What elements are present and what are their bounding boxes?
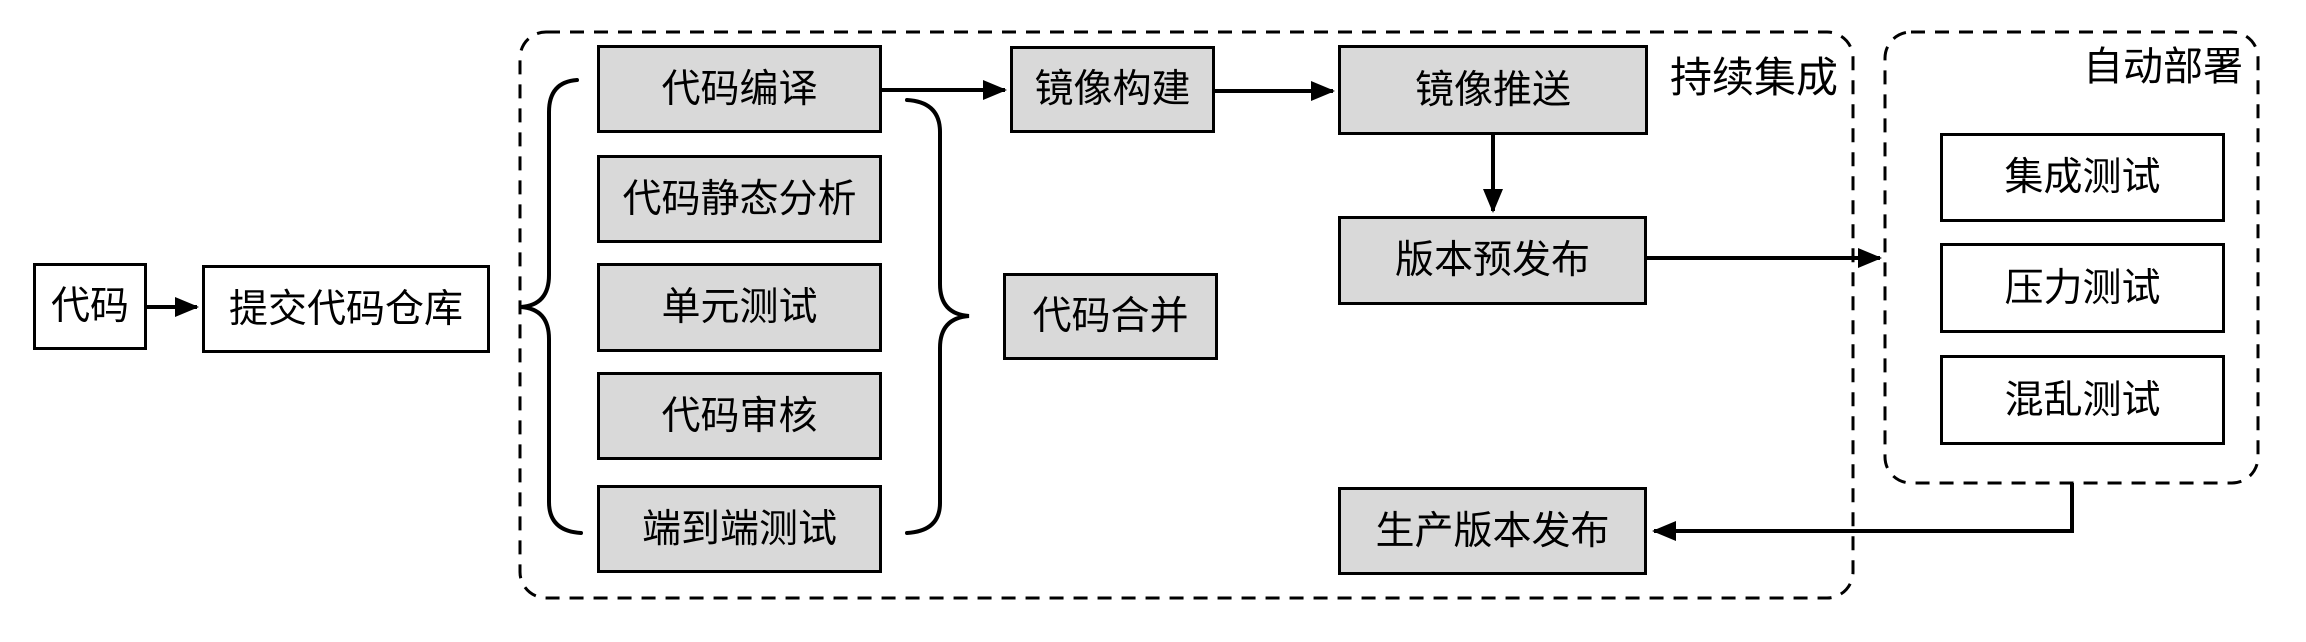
node-code-merge: 代码合并 [1003,273,1218,360]
fanout-brace [520,78,583,535]
node-integration-test: 集成测试 [1940,133,2225,222]
node-code-review: 代码审核 [597,372,882,460]
node-prod-release: 生产版本发布 [1338,487,1647,575]
arrow-deploy-to-prod [1652,483,2074,541]
node-code-compile: 代码编译 [597,45,882,133]
node-e2e-test: 端到端测试 [597,485,882,573]
node-chaos-test: 混乱测试 [1940,355,2225,445]
node-commit-repo: 提交代码仓库 [202,265,490,353]
node-static-analysis: 代码静态分析 [597,155,882,243]
node-pre-release: 版本预发布 [1338,216,1647,305]
node-image-push: 镜像推送 [1338,45,1648,135]
fanin-brace [905,98,970,535]
node-unit-test: 单元测试 [597,263,882,352]
node-stress-test: 压力测试 [1940,243,2225,333]
cd-group-label: 自动部署 [2083,45,2243,89]
node-code: 代码 [33,263,147,350]
node-image-build: 镜像构建 [1010,46,1215,133]
ci-group-label: 持续集成 [1670,54,1839,101]
